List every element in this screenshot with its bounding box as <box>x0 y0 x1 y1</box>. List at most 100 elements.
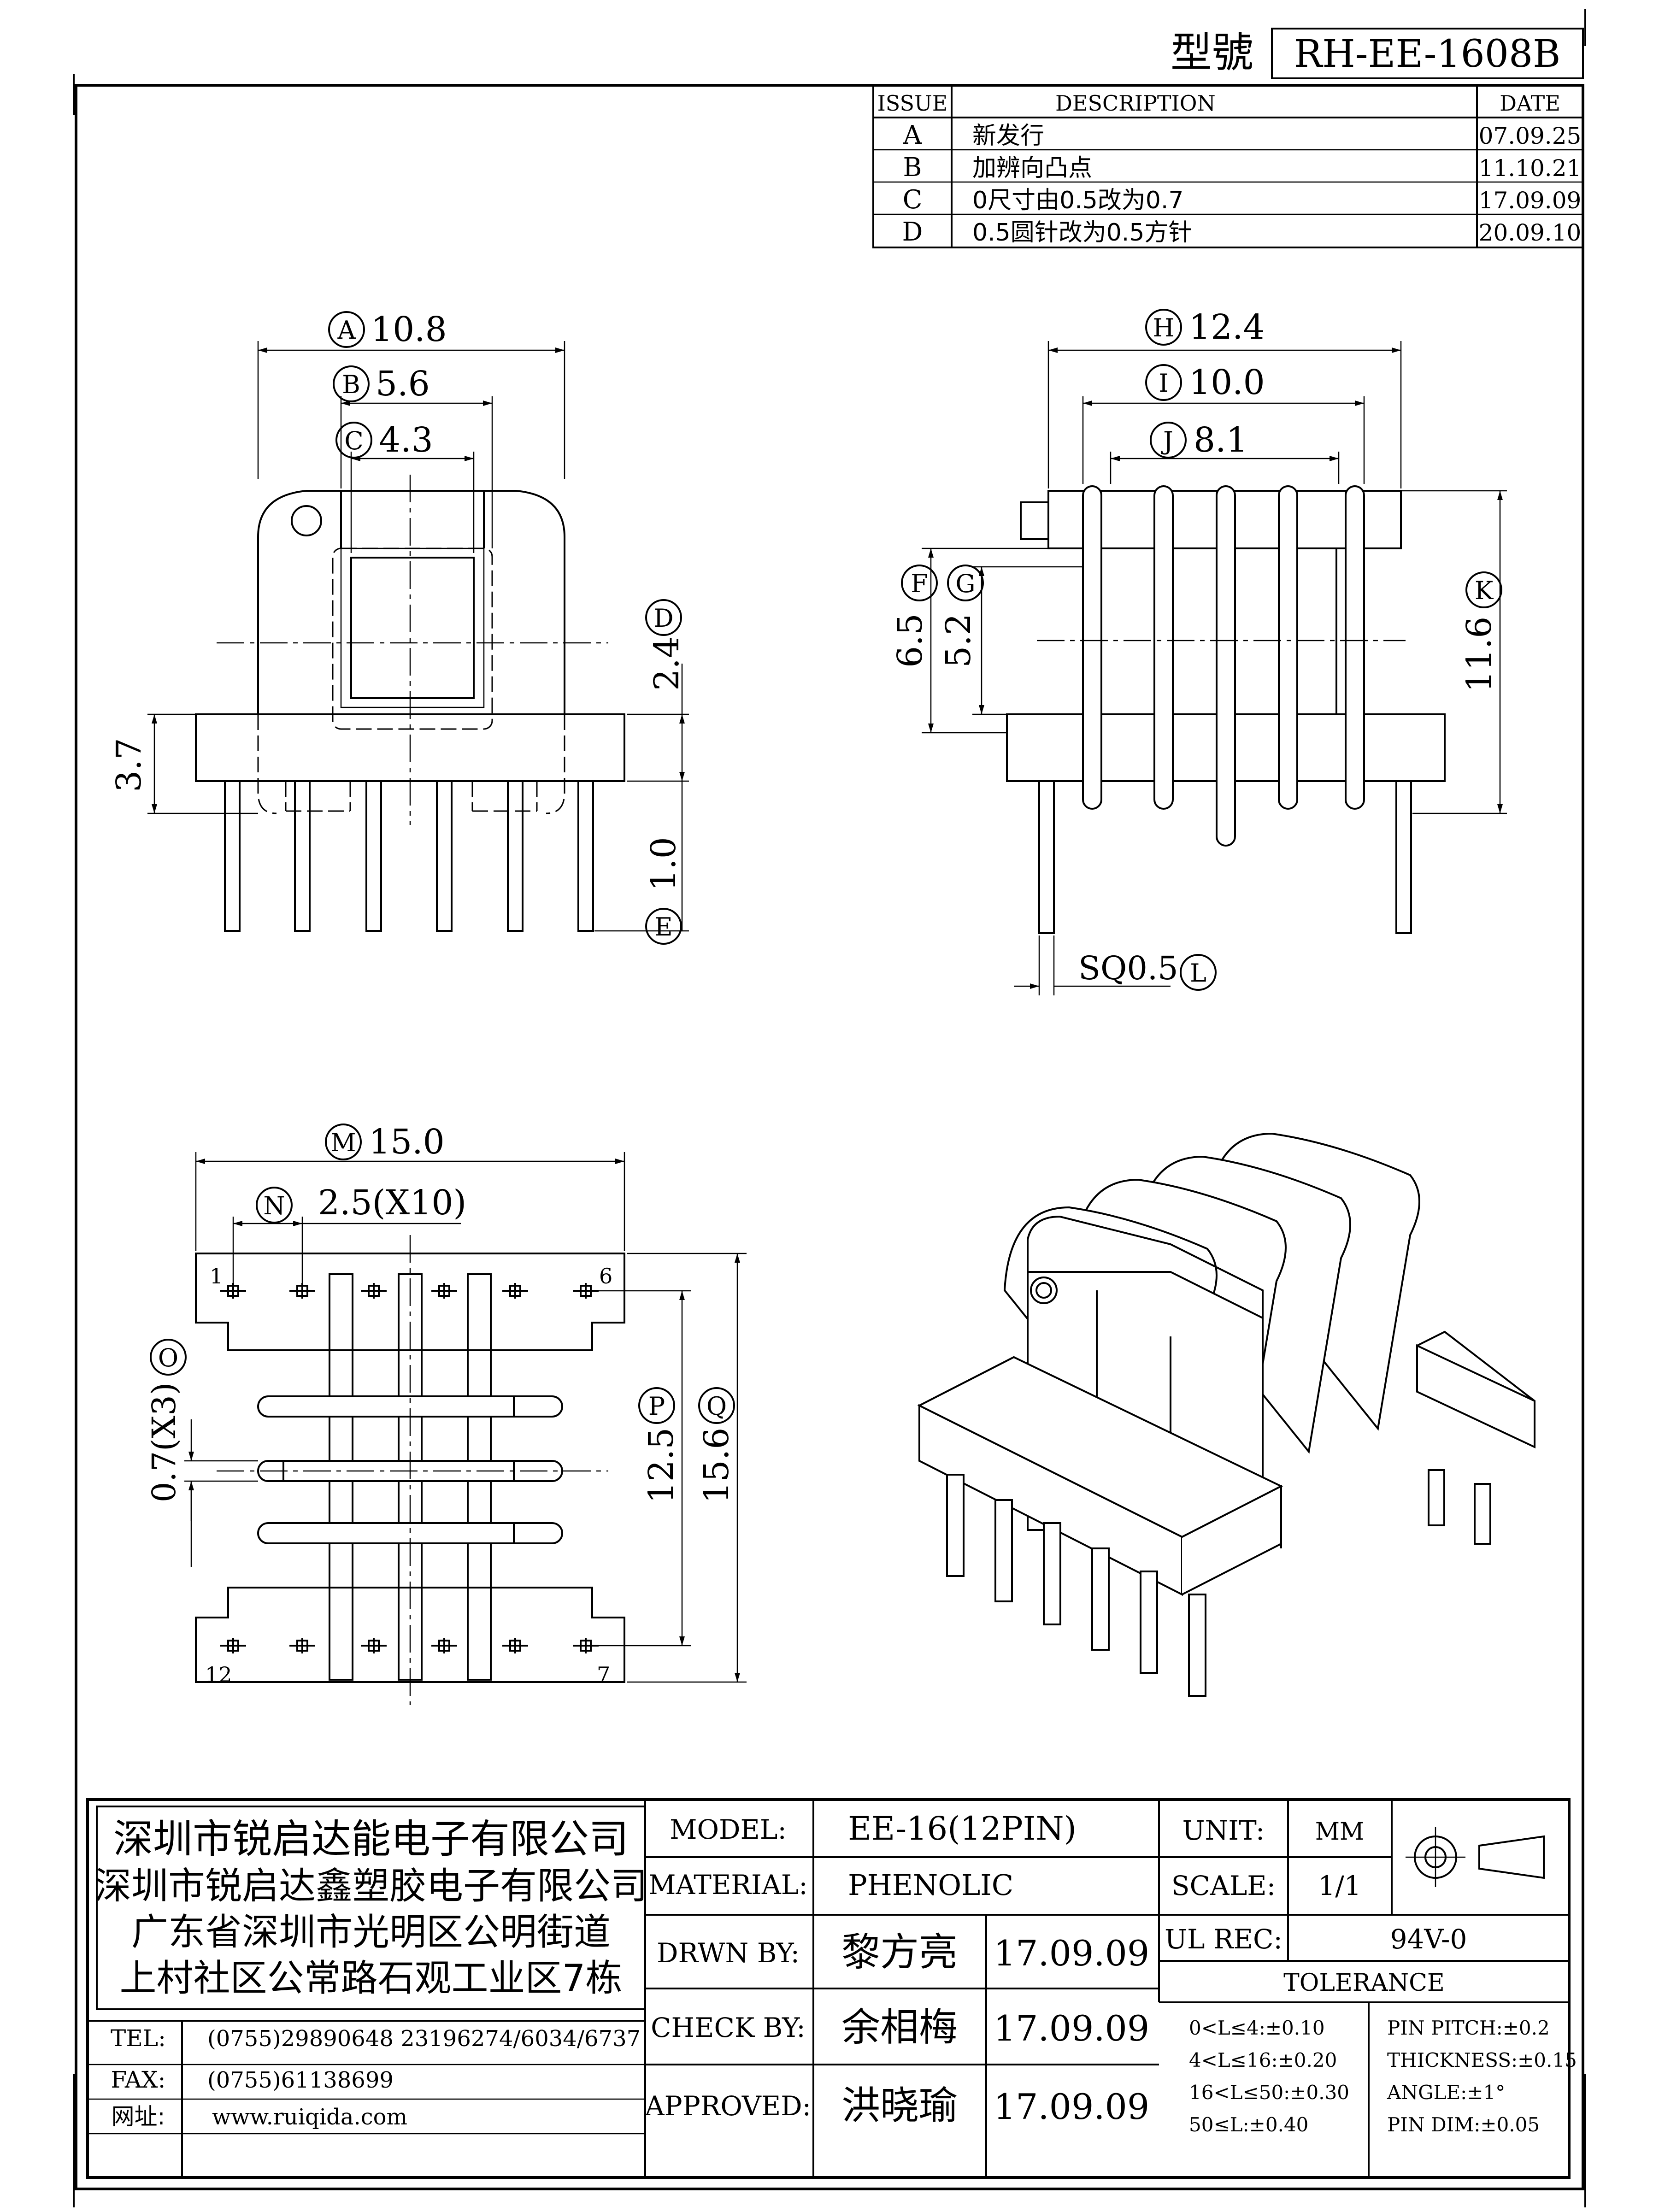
dim-l-tag: L <box>1190 959 1206 988</box>
pin-7-label: 7 <box>597 1662 610 1687</box>
rev-row-issue: A <box>903 120 922 150</box>
dim-q-value: 15.6 <box>697 1428 736 1504</box>
rev-header-date: DATE <box>1500 91 1560 116</box>
dim-p-tag: P <box>648 1392 665 1421</box>
dim-a-tag: A <box>337 316 356 345</box>
rev-row-desc: 新发行 <box>972 122 1044 150</box>
sheet-frame <box>73 9 1586 2207</box>
dim-f-tag: F <box>911 569 928 598</box>
dim-b-value: 5.6 <box>376 364 430 404</box>
ul-value: 94V-0 <box>1390 1924 1467 1955</box>
front-view: A 10.8 B 5.6 C 4.3 2.4 D 1.0 E 3.7 <box>109 310 689 945</box>
dim-q-tag: Q <box>706 1392 727 1421</box>
approved-label: APPROVED: <box>645 2090 811 2122</box>
bottom-view: 1 6 7 12 M 15.0 N 2.5(X10) O 0.7(X3) P 1… <box>145 1122 747 1705</box>
dim-c-value: 4.3 <box>379 420 433 460</box>
drawn-label: DRWN BY: <box>657 1937 800 1969</box>
company-line-1: 深圳市锐启达能电子有限公司 <box>113 1816 629 1862</box>
dim-d-tag: D <box>653 604 673 633</box>
company-line-2: 深圳市锐启达鑫塑胶电子有限公司 <box>94 1865 647 1907</box>
rev-row-desc: 加辨向凸点 <box>972 154 1092 182</box>
dim-l-value: SQ0.5 <box>1078 949 1178 987</box>
tol-right-4: PIN DIM:±0.05 <box>1387 2113 1540 2136</box>
dim-i-tag: I <box>1159 369 1168 398</box>
side-fins <box>1082 485 1365 847</box>
pin-markers <box>220 1283 599 1653</box>
dim-o-tag: O <box>158 1343 178 1372</box>
dim-e-tag: E <box>654 912 672 941</box>
rev-row-issue: C <box>903 185 923 215</box>
company-line-4: 上村社区公常路石观工业区7栋 <box>120 1957 623 2000</box>
material-value: PHENOLIC <box>848 1868 1013 1902</box>
company-line-3: 广东省深圳市光明区公明街道 <box>131 1911 611 1953</box>
dim-i-value: 10.0 <box>1189 363 1265 402</box>
model-label-tb: MODEL: <box>670 1814 787 1845</box>
approved-name: 洪晓瑜 <box>841 2083 958 2128</box>
approved-date: 17.09.09 <box>994 2086 1149 2127</box>
fax-value: (0755)61138699 <box>207 2067 394 2093</box>
rev-row-date: 07.09.25 <box>1479 123 1582 149</box>
dim-d-value: 2.4 <box>647 636 687 691</box>
tel-label: TEL: <box>111 2025 166 2052</box>
dim-o-value: 0.7(X3) <box>145 1382 183 1502</box>
rev-row-date: 11.10.21 <box>1479 155 1582 182</box>
dim-j-value: 8.1 <box>1194 420 1248 460</box>
title-block: 深圳市锐启达能电子有限公司 深圳市锐启达鑫塑胶电子有限公司 广东省深圳市光明区公… <box>86 1798 1577 2179</box>
model-value: EE-16(12PIN) <box>848 1810 1077 1847</box>
dim-b-tag: B <box>342 370 360 399</box>
web-value: www.ruiqida.com <box>212 2104 407 2130</box>
pin-1-label: 1 <box>210 1264 223 1288</box>
tel-value: (0755)29890648 23196274/6034/6737 <box>207 2026 641 2052</box>
dim-k-tag: K <box>1475 576 1494 605</box>
dim-h-tag: H <box>1153 313 1174 342</box>
dim-p-value: 12.5 <box>641 1428 681 1504</box>
dim-f-value: 6.5 <box>890 613 930 668</box>
dim-37-value: 3.7 <box>109 738 149 792</box>
unit-value: MM <box>1315 1818 1365 1846</box>
model-label: 型號 <box>1171 29 1253 77</box>
dim-h-value: 12.4 <box>1189 307 1265 347</box>
tol-right-1: PIN PITCH:±0.2 <box>1387 2017 1550 2039</box>
tol-left-1: 0<L≤4:±0.10 <box>1189 2017 1325 2039</box>
dim-a-value: 10.8 <box>371 310 447 349</box>
dim-m-value: 15.0 <box>369 1122 445 1162</box>
rev-row-issue: D <box>902 217 923 247</box>
fax-label: FAX: <box>111 2066 166 2093</box>
dim-n-tag: N <box>263 1191 285 1220</box>
tol-left-2: 4<L≤16:±0.20 <box>1189 2049 1337 2071</box>
dim-e-value: 1.0 <box>644 837 683 891</box>
check-name: 余相梅 <box>841 2005 958 2050</box>
tol-right-3: ANGLE:±1° <box>1387 2081 1505 2104</box>
drawn-name: 黎方亮 <box>841 1930 958 1975</box>
isometric-view <box>917 1132 1535 1697</box>
dim-c-tag: C <box>344 426 363 455</box>
tol-left-4: 50≤L:±0.40 <box>1189 2113 1308 2136</box>
pin-12-label: 12 <box>205 1662 232 1687</box>
model-number-box: 型號 RH-EE-1608B <box>1171 28 1584 79</box>
rev-row-date: 17.09.09 <box>1479 187 1582 214</box>
rev-row-issue: B <box>903 153 922 182</box>
material-label: MATERIAL: <box>648 1869 808 1900</box>
model-number: RH-EE-1608B <box>1294 32 1561 76</box>
pin-6-label: 6 <box>599 1264 612 1288</box>
scale-label: SCALE: <box>1171 1870 1276 1901</box>
rev-header-desc: DESCRIPTION <box>1055 91 1216 116</box>
dim-j-tag: J <box>1161 426 1173 455</box>
dim-tag-circle <box>328 311 365 348</box>
check-label: CHECK BY: <box>651 2012 806 2043</box>
rev-header-issue: ISSUE <box>877 91 948 116</box>
rev-row-desc: 0.5圆针改为0.5方针 <box>972 219 1192 247</box>
dim-n-value: 2.5(X10) <box>318 1183 466 1223</box>
unit-label: UNIT: <box>1182 1815 1265 1846</box>
dim-m-tag: M <box>330 1128 356 1157</box>
drawn-date: 17.09.09 <box>994 1933 1149 1974</box>
tolerance-title: TOLERANCE <box>1283 1969 1445 1997</box>
revision-table: ISSUE DESCRIPTION DATE A 新发行 07.09.25 B … <box>872 84 1584 248</box>
check-date: 17.09.09 <box>994 2008 1149 2049</box>
rev-row-date: 20.09.10 <box>1479 219 1582 246</box>
dim-g-value: 5.2 <box>939 613 978 668</box>
web-label: 网址: <box>112 2103 165 2130</box>
dim-k-value: 11.6 <box>1459 617 1499 693</box>
tol-left-3: 16<L≤50:±0.30 <box>1189 2081 1349 2104</box>
